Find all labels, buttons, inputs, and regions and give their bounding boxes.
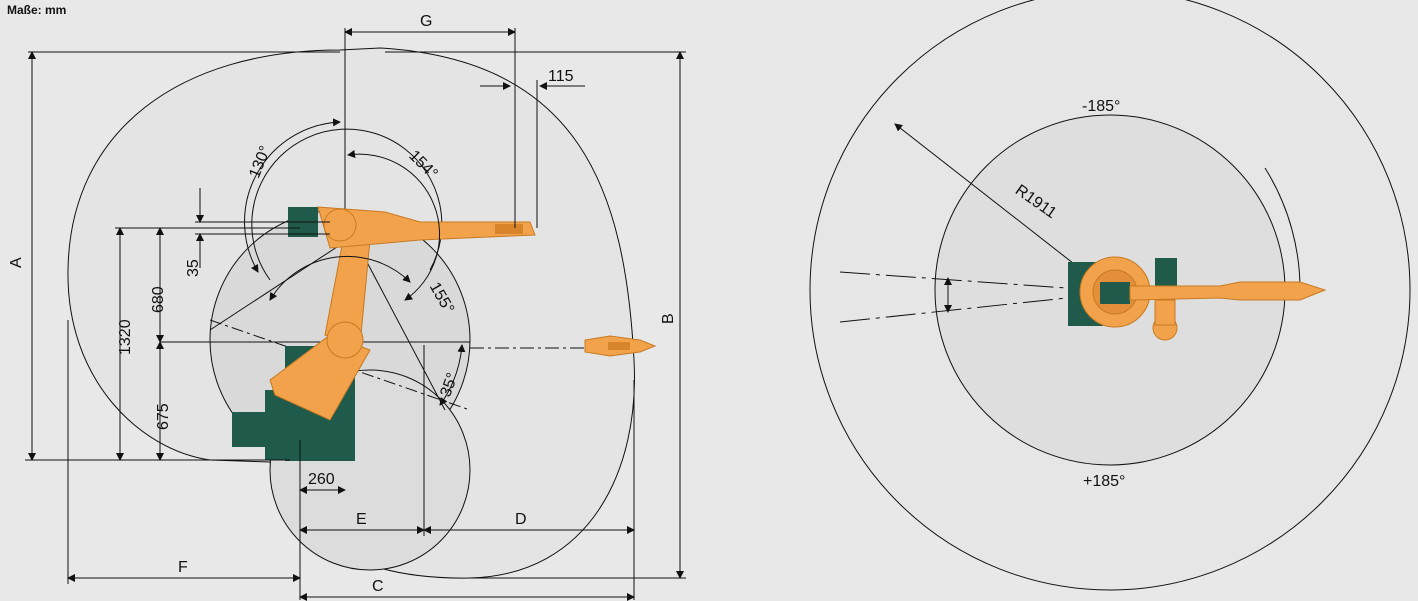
label-d: D [515,511,527,528]
units-caption: Maße: mm [7,3,67,17]
label-pos-185: +185° [1083,473,1125,490]
label-g: G [420,13,432,30]
label-f: F [178,559,188,576]
label-680: 680 [150,286,167,313]
rotation-limit-upper [839,271,1096,291]
label-c: C [372,578,384,595]
label-e: E [356,511,367,528]
label-a: A [8,257,25,268]
label-260: 260 [308,471,335,488]
label-b: B [660,313,677,324]
rotation-limit-lower [839,294,1096,323]
label-675: 675 [155,403,172,430]
angle-arc-154 [347,150,440,301]
angle-arc-130 [244,118,341,273]
label-1320: 1320 [117,319,134,355]
top-view-drawing [809,0,1411,591]
label-115: 115 [548,68,574,85]
label-neg-185: -185° [1082,98,1120,115]
angle-arc-155 [269,255,411,301]
angle-arc-35 [439,344,466,406]
label-35: 35 [185,259,202,277]
